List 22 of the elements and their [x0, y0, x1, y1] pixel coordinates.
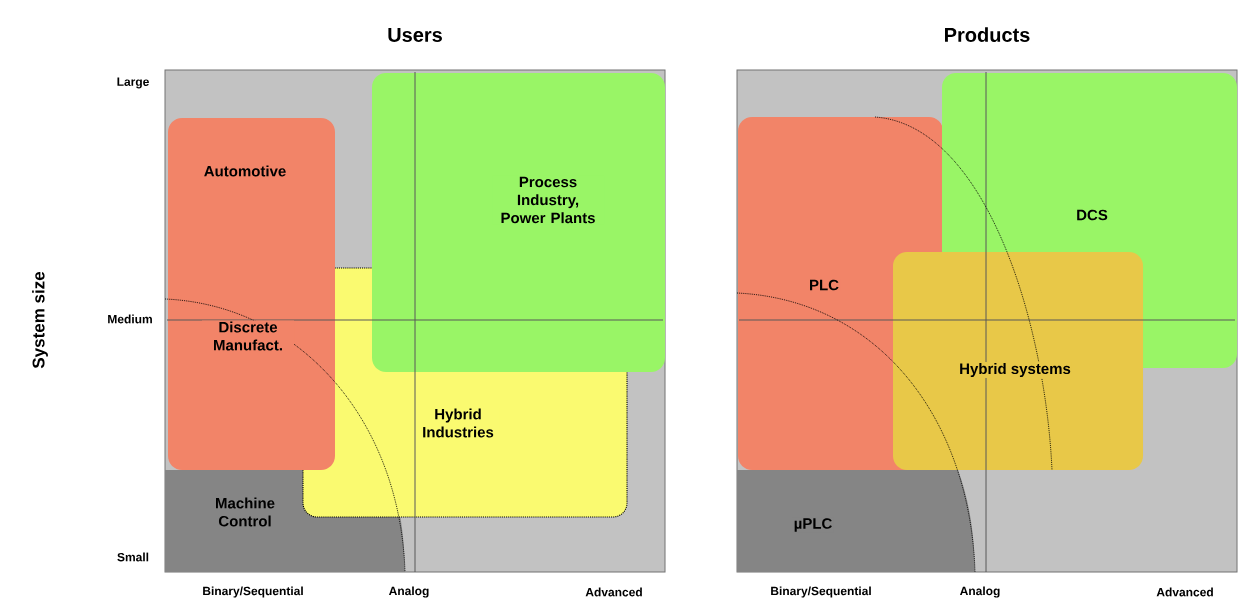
axis-label: Small	[117, 552, 149, 562]
axis-label: Binary/Sequential	[203, 586, 303, 598]
area-label: Machine Control	[204, 496, 286, 528]
area-box	[168, 118, 335, 470]
axis-label: Medium	[108, 314, 152, 324]
axis-label: Binary/Sequential	[771, 586, 871, 598]
area-box	[893, 252, 1143, 470]
area-label: Hybrid systems	[958, 362, 1072, 378]
axis-label: Advanced	[585, 587, 642, 597]
axis-label: System size	[32, 271, 48, 369]
axis-label: Advanced	[1156, 587, 1213, 597]
area-label: Automotive Discrete Manufact.	[202, 164, 294, 352]
node-label: Users	[388, 28, 442, 42]
area-label: Hybrid Industries	[417, 407, 499, 439]
area-label: Process Industry, Power Plants	[492, 175, 604, 225]
axis-label: Analog	[960, 586, 1000, 598]
axis-label: Large	[117, 77, 149, 89]
area-label: µPLC	[792, 517, 834, 533]
area-box	[372, 73, 665, 372]
axis-label: Analog	[388, 586, 429, 598]
size-region	[737, 470, 975, 572]
node-label: Products	[945, 27, 1030, 42]
